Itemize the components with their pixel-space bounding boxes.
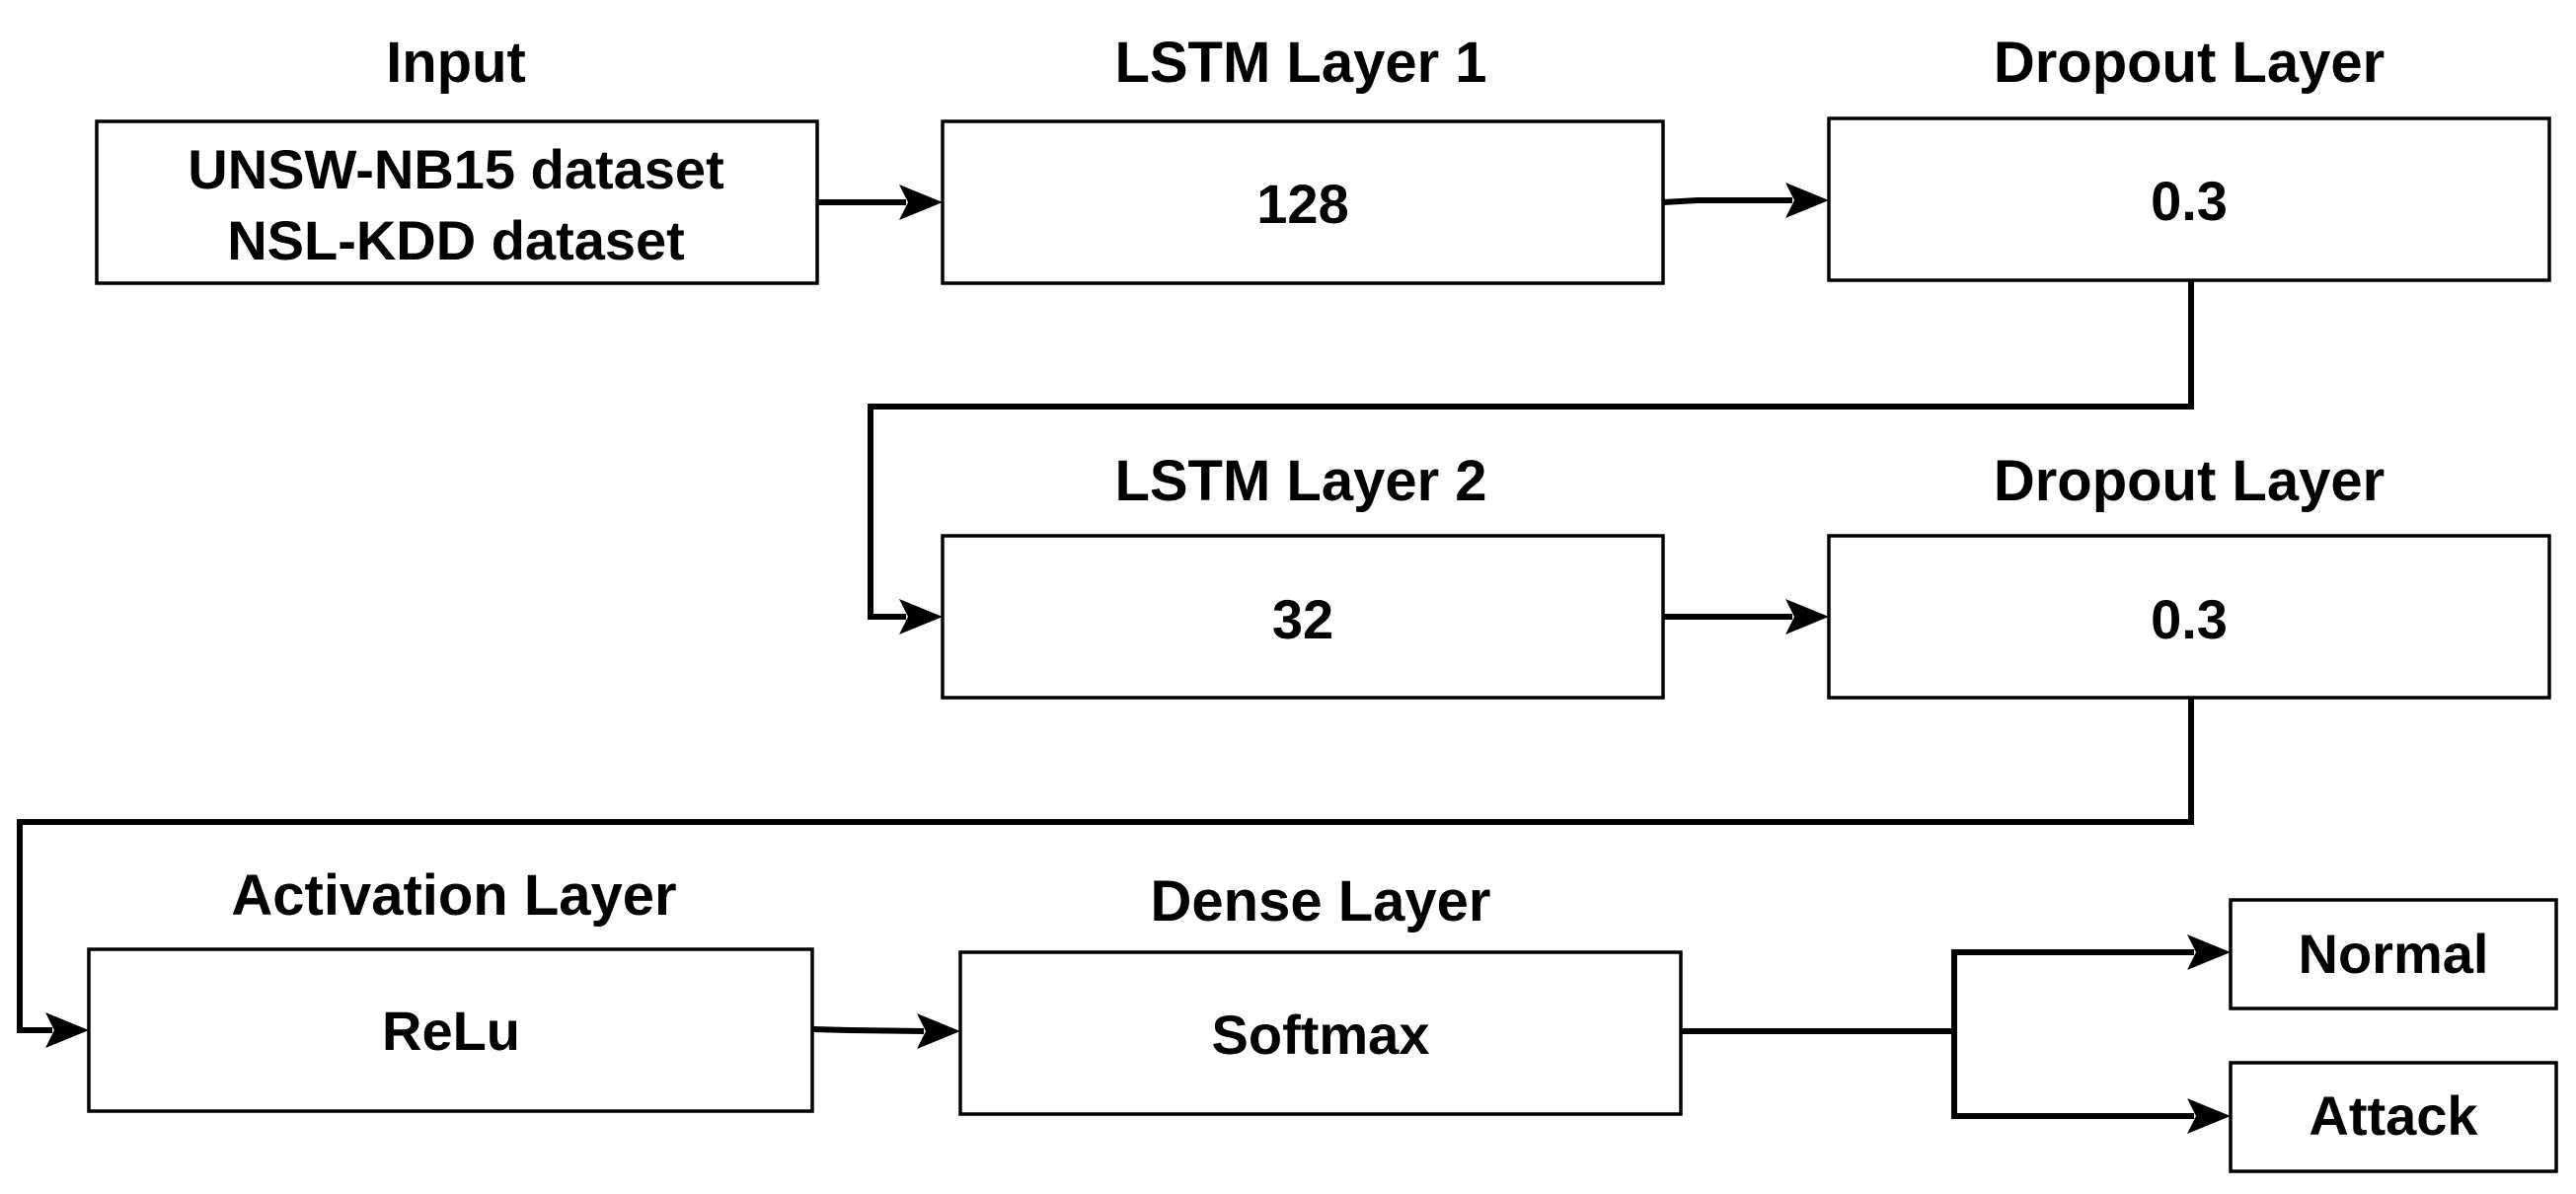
lstm-layer-1-title: LSTM Layer 1 [1114, 31, 1486, 95]
output-attack-label: Attack [2309, 1084, 2478, 1147]
activation-layer-title: Activation Layer [231, 863, 676, 928]
output-normal-box [2229, 898, 2558, 1010]
connector-activation-to-dense [811, 1013, 960, 1049]
input-dataset-line-1: UNSW-NB15 dataset [188, 138, 723, 200]
arrowhead [1785, 183, 1829, 218]
dropout-layer-1-title: Dropout Layer [1994, 31, 2385, 95]
dense-layer-function: Softmax [1212, 1004, 1430, 1066]
connector-dense-to-outputs [1681, 934, 2231, 1134]
connector-lstm2-to-dropout2 [1663, 599, 1829, 634]
connector-input-to-lstm1 [817, 185, 943, 220]
dropout-layer-1-box [1827, 116, 2551, 282]
lstm-layer-1-units: 128 [1256, 173, 1348, 235]
dropout-layer-1-rate: 0.3 [2151, 170, 2228, 232]
arrowhead [899, 185, 943, 220]
output-normal-node: Normal [2229, 898, 2558, 1010]
dropout-layer-2-node: Dropout Layer 0.3 [1827, 449, 2551, 700]
output-normal-label: Normal [2299, 923, 2489, 985]
lstm-layer-1-node: LSTM Layer 1 128 [941, 31, 1665, 285]
dropout-layer-2-title: Dropout Layer [1994, 449, 2385, 513]
lstm-layer-1-box [941, 119, 1665, 285]
connector-lstm1-to-dropout1 [1662, 183, 1829, 218]
activation-layer-node: Activation Layer ReLu [87, 863, 814, 1113]
activation-layer-box [87, 947, 814, 1113]
dropout-layer-2-rate: 0.3 [2151, 588, 2228, 650]
input-node: Input UNSW-NB15 dataset NSL-KDD dataset [95, 31, 819, 285]
arrowhead [45, 1012, 89, 1048]
output-attack-node: Attack [2229, 1061, 2558, 1173]
input-box [95, 119, 819, 285]
input-title: Input [386, 31, 526, 95]
connector-dropout1-to-lstm2 [868, 280, 2194, 634]
dense-layer-title: Dense Layer [1151, 869, 1491, 933]
arrowhead [899, 599, 943, 634]
connector-dropout2-to-activation [17, 698, 2194, 1048]
dense-layer-node: Dense Layer Softmax [958, 869, 1683, 1116]
lstm-layer-2-title: LSTM Layer 2 [1114, 449, 1486, 513]
arrowhead [1785, 599, 1829, 634]
lstm-layer-2-units: 32 [1272, 588, 1333, 650]
dropout-layer-1-node: Dropout Layer 0.3 [1827, 31, 2551, 282]
lstm-layer-2-box [941, 534, 1665, 700]
output-attack-box [2229, 1061, 2558, 1173]
lstm-layer-2-node: LSTM Layer 2 32 [941, 449, 1665, 700]
input-dataset-line-2: NSL-KDD dataset [227, 209, 685, 271]
arrowhead [917, 1013, 960, 1049]
activation-layer-function: ReLu [382, 1000, 520, 1062]
arrowhead-normal [2187, 934, 2231, 970]
dropout-layer-2-box [1827, 534, 2551, 700]
dense-layer-box [958, 950, 1683, 1116]
arrowhead-attack [2187, 1098, 2231, 1134]
